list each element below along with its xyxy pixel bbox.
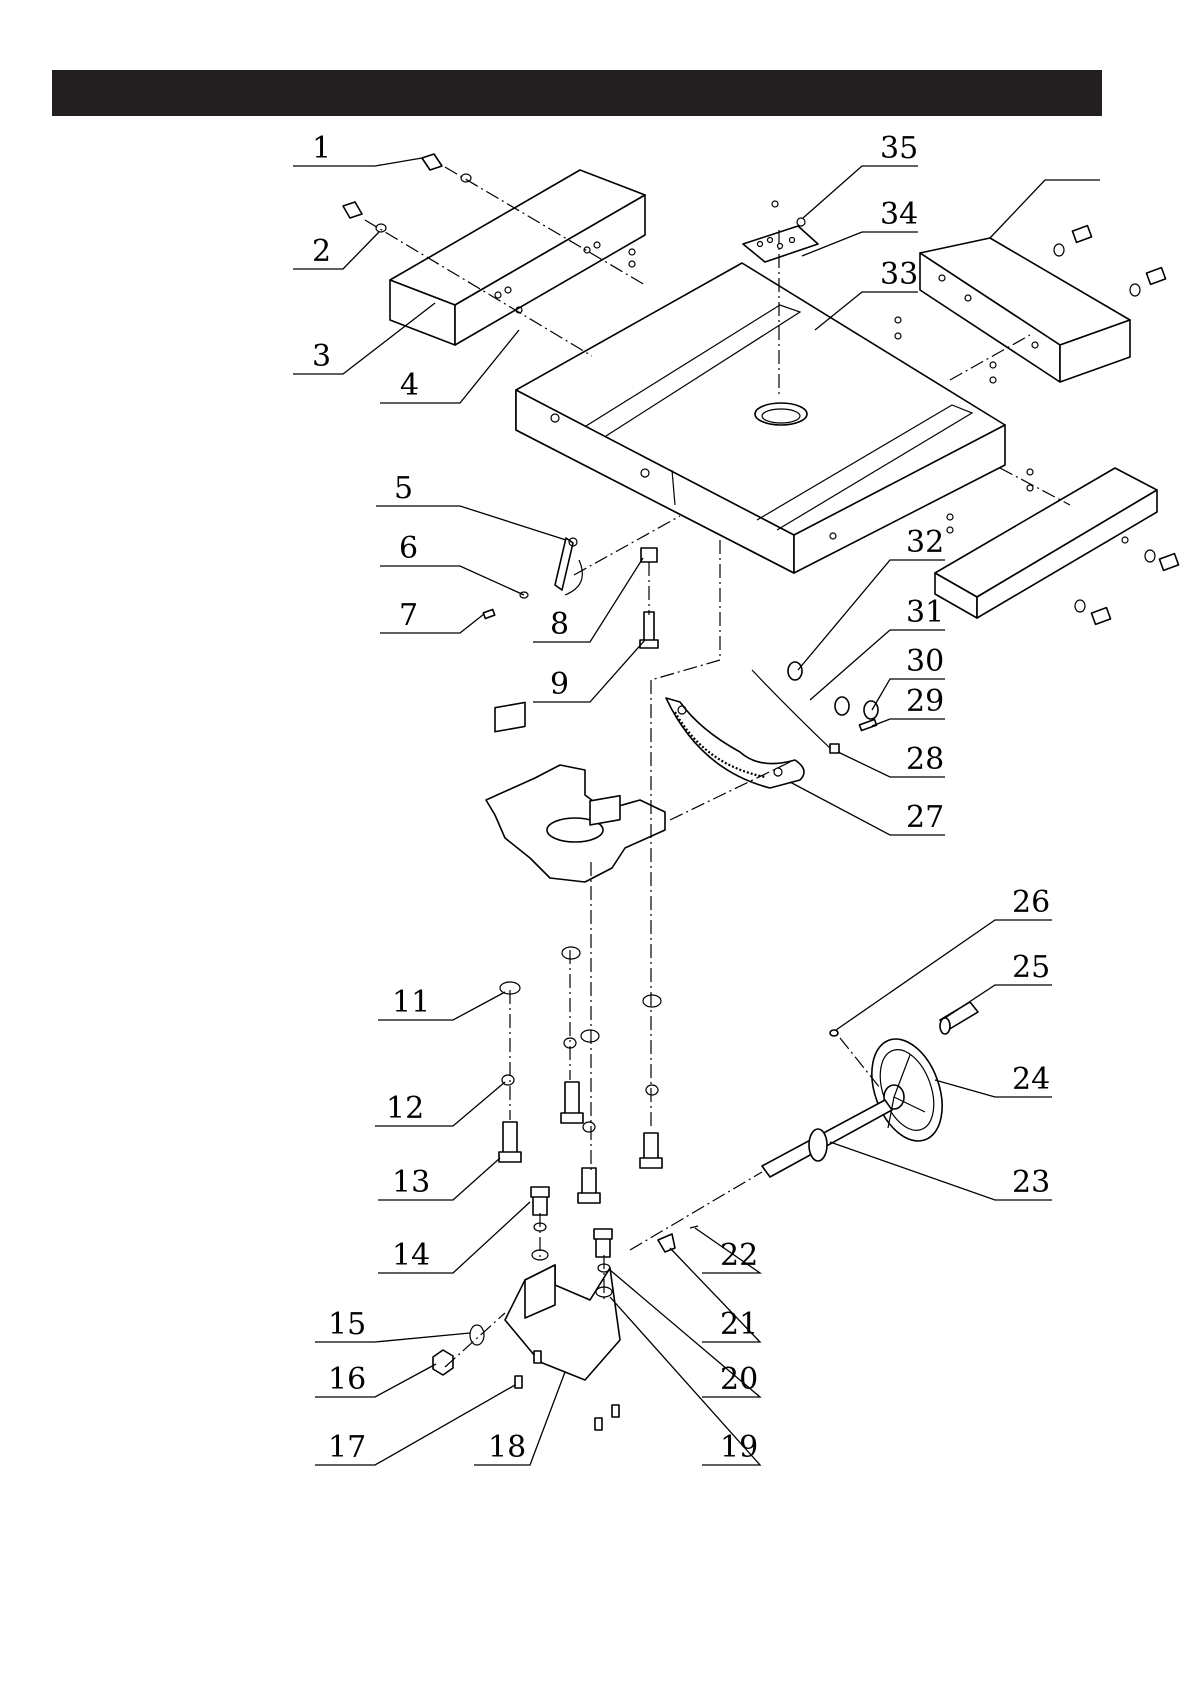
callout-label: 19 [720, 1430, 758, 1465]
callout-label: 5 [394, 471, 413, 506]
callout-label: 11 [392, 985, 430, 1020]
callout-24: 24 [935, 1062, 1052, 1097]
callout-label: 16 [328, 1362, 366, 1397]
callout-label: 1 [312, 131, 331, 166]
callout-label: 30 [906, 644, 944, 679]
callout-label: 12 [386, 1091, 424, 1126]
callout-label: 21 [720, 1307, 758, 1342]
tilt-arc [666, 698, 804, 788]
handwheel [859, 1029, 955, 1150]
pointer-wire [752, 670, 832, 750]
callout-27: 27 [790, 782, 945, 835]
callout-23: 23 [830, 1142, 1052, 1200]
base-bracket [505, 1265, 620, 1380]
callout-label: 17 [328, 1430, 366, 1465]
callout-label: 3 [312, 339, 331, 374]
callout-label: 8 [550, 607, 569, 642]
callout-label: 22 [720, 1238, 758, 1273]
callout-14: 14 [378, 1202, 530, 1273]
callout-8: 8 [533, 558, 643, 642]
callout-label: 7 [399, 598, 418, 633]
callout-12: 12 [375, 1082, 505, 1126]
callout-label: 23 [1012, 1165, 1050, 1200]
callout-11: 11 [378, 985, 505, 1020]
callout-34: 34 [802, 197, 918, 256]
right-rear-extension-wing [920, 238, 1130, 382]
callout-label: 20 [720, 1362, 758, 1397]
callout-15: 15 [315, 1307, 470, 1342]
callout-label: 6 [399, 531, 418, 566]
callout-label: 9 [550, 667, 569, 702]
front-trunnion-bracket [486, 702, 665, 882]
callout-label: 27 [906, 800, 944, 835]
callout-label: 33 [880, 257, 918, 292]
callout-7: 7 [380, 598, 484, 633]
callout-label: 29 [906, 684, 944, 719]
callout-6: 6 [380, 531, 524, 595]
callout-label: 26 [1012, 885, 1050, 920]
callout-9: 9 [533, 640, 645, 702]
shaft [762, 1100, 892, 1177]
insert-plate [743, 226, 818, 262]
callout-label: 32 [906, 525, 944, 560]
callout-22: 22 [695, 1228, 760, 1273]
callout-1: 1 [293, 131, 422, 166]
callout-label: 15 [328, 1307, 366, 1342]
callout-label: 4 [400, 368, 419, 403]
callout-25: 25 [945, 950, 1052, 1018]
callout-label: 18 [488, 1430, 526, 1465]
callout-label: 24 [1012, 1062, 1050, 1097]
callout-label: 14 [392, 1238, 430, 1273]
callout-label: 35 [880, 131, 918, 166]
callout-label: 13 [392, 1165, 430, 1200]
callout-label: 34 [880, 197, 918, 232]
callout-5: 5 [376, 471, 566, 540]
callout-label: 25 [1012, 950, 1050, 985]
right-front-extension-wing [935, 468, 1157, 618]
callout-label: 2 [312, 234, 331, 269]
callout-13: 13 [378, 1158, 500, 1200]
callout-label: 28 [906, 742, 944, 777]
callout-28: 28 [838, 742, 945, 777]
callout-16: 16 [315, 1362, 436, 1397]
callout-label: 31 [906, 595, 944, 630]
callout-2: 2 [293, 232, 379, 269]
